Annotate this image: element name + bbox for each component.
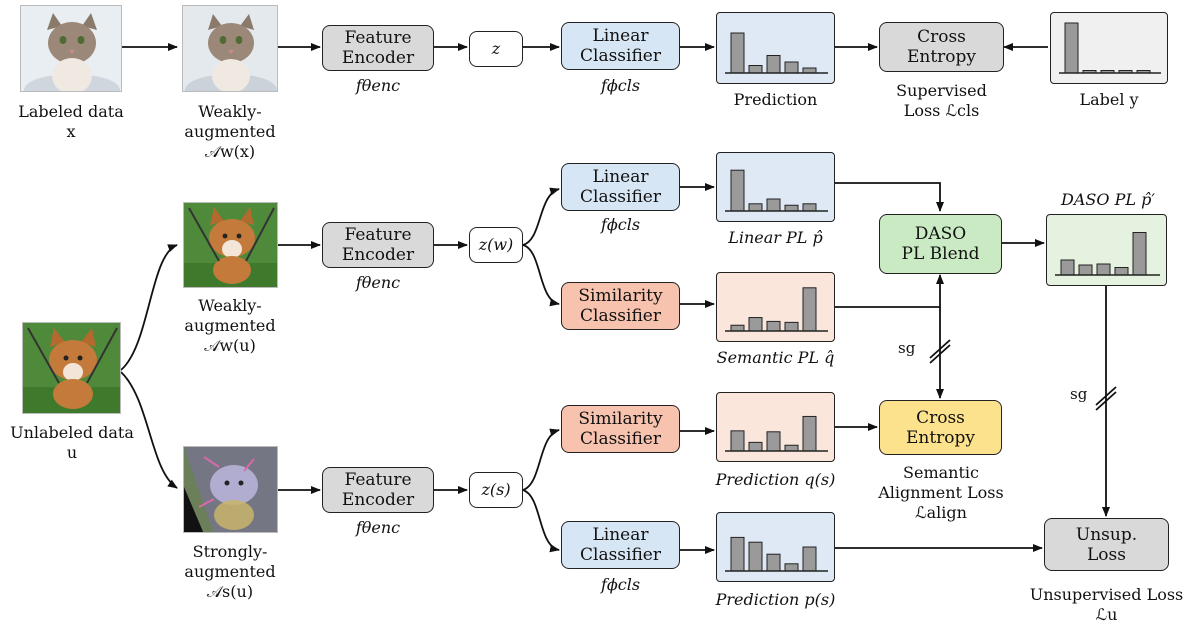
z-box-strong: z(s): [469, 472, 523, 508]
daso-pl-histogram: [1046, 214, 1167, 286]
histogram-bar: [748, 65, 763, 74]
histogram-bar: [730, 536, 745, 572]
histogram-bar: [1060, 259, 1075, 276]
histogram-bar: [802, 203, 817, 212]
arrow: [835, 182, 944, 212]
cross-entropy-align: Cross Entropy: [879, 400, 1002, 455]
labeled-cat-image: [20, 5, 122, 92]
unsup-loss-caption: Unsupervised Loss ℒu: [1029, 585, 1184, 624]
histogram-bar: [1132, 232, 1147, 276]
histogram-bar: [1078, 264, 1093, 276]
z-box-top: z: [469, 31, 523, 67]
weak-dog-image: [183, 202, 278, 288]
prediction-caption: Prediction: [733, 90, 818, 109]
histogram-bar: [784, 563, 799, 572]
supervised-loss-caption: Supervised Loss ℒcls: [896, 81, 987, 120]
histogram-bar: [748, 541, 763, 572]
classifier-symbol-top: fϕcls: [600, 76, 641, 95]
unlabeled-dog-image: [22, 322, 121, 414]
feature-encoder-top: Feature Encoder: [322, 25, 434, 71]
prediction-histogram: [716, 12, 835, 84]
linear-pl-histogram: [716, 152, 835, 222]
lin-prediction-caption: Prediction p(s): [715, 590, 836, 609]
histogram-bar: [766, 55, 781, 74]
unlabeled-data-caption: Unlabeled data u: [10, 423, 134, 462]
encoder-symbol-mid: fθenc: [355, 273, 401, 292]
semantic-pl-caption: Semantic PL q̂: [716, 348, 835, 367]
histogram-bar: [802, 67, 817, 74]
histogram-bar: [730, 324, 745, 332]
labeled-data-caption: Labeled data x: [18, 102, 124, 141]
histogram-bar: [730, 169, 745, 212]
sim-prediction-histogram: [716, 392, 835, 462]
linear-classifier-top: Linear Classifier: [561, 22, 680, 70]
daso-pl-blend: DASO PL Blend: [879, 214, 1002, 274]
similarity-classifier-bottom: Similarity Classifier: [561, 405, 680, 453]
linear-classifier-bottom: Linear Classifier: [561, 521, 680, 569]
sim-prediction-caption: Prediction q(s): [715, 470, 836, 489]
stop-gradient-mark: [929, 344, 951, 364]
encoder-symbol-top: fθenc: [355, 76, 401, 95]
histogram-bar: [730, 32, 745, 74]
z-box-weak: z(w): [469, 227, 523, 263]
histogram-bar: [748, 441, 763, 452]
arrow: [120, 244, 178, 371]
semantic-pl-histogram: [716, 272, 835, 342]
stop-gradient-label: sg: [1070, 385, 1088, 403]
unsup-loss-box: Unsup. Loss: [1044, 518, 1169, 571]
histogram-bar: [802, 415, 817, 452]
cross-entropy-top: Cross Entropy: [879, 22, 1004, 72]
stop-gradient-mark: [1095, 391, 1117, 411]
histogram-bar: [766, 553, 781, 572]
linear-symbol-bottom: fϕcls: [600, 575, 641, 594]
histogram-bar: [784, 444, 799, 452]
histogram-bar: [1114, 267, 1129, 276]
histogram-bar: [1064, 22, 1079, 74]
histogram-bar: [748, 317, 763, 332]
label-histogram: [1050, 12, 1168, 84]
histogram-bar: [766, 198, 781, 212]
histogram-bar: [784, 204, 799, 212]
arrow: [835, 274, 944, 308]
align-loss-caption: Semantic Alignment Loss ℒalign: [878, 463, 1004, 522]
strong-aug-caption: Strongly- augmented 𝒜s(u): [184, 542, 276, 601]
feature-encoder-bottom: Feature Encoder: [322, 467, 434, 513]
daso-pl-caption: DASO PL p̂′: [1061, 190, 1155, 209]
stop-gradient-mark: [1095, 386, 1117, 406]
arrow: [522, 244, 560, 307]
histogram-bar: [766, 431, 781, 452]
histogram-bar: [766, 320, 781, 332]
histogram-bar: [1096, 263, 1111, 276]
weak-cat-image: [182, 5, 278, 92]
histogram-bar: [784, 321, 799, 332]
feature-encoder-mid: Feature Encoder: [322, 222, 434, 268]
linear-classifier-mid: Linear Classifier: [561, 163, 680, 211]
arrow: [522, 428, 560, 491]
histogram-bar: [802, 287, 817, 332]
linear-symbol-mid: fϕcls: [600, 215, 641, 234]
strong-dog-image: [183, 446, 278, 533]
histogram-bar: [730, 430, 745, 452]
weak-aug-caption-top: Weakly- augmented 𝒜w(x): [184, 102, 276, 161]
label-caption: Label y: [1079, 90, 1139, 109]
arrow: [522, 489, 560, 553]
stop-gradient-label: sg: [898, 339, 916, 357]
arrow: [120, 371, 178, 489]
stop-gradient-mark: [929, 339, 951, 359]
weak-aug-caption-mid: Weakly- augmented 𝒜w(u): [184, 296, 276, 355]
histogram-bar: [802, 546, 817, 572]
arrow: [522, 187, 560, 246]
linear-pl-caption: Linear PL p̂: [728, 228, 823, 247]
lin-prediction-histogram: [716, 512, 835, 582]
histogram-bar: [748, 203, 763, 212]
similarity-classifier-mid: Similarity Classifier: [561, 282, 680, 330]
encoder-symbol-bottom: fθenc: [355, 518, 401, 537]
histogram-bar: [784, 61, 799, 74]
